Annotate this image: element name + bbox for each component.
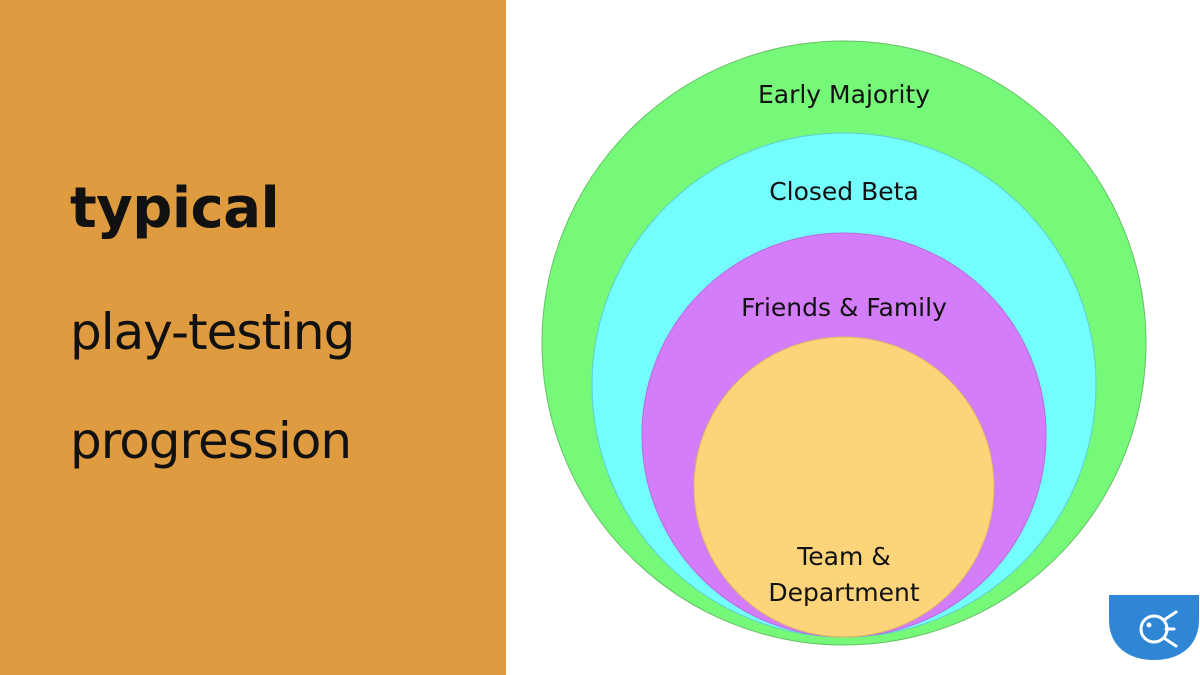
early-majority-label: Early Majority bbox=[758, 80, 930, 109]
heading-progression: progression bbox=[70, 412, 352, 470]
logo-badge bbox=[1109, 595, 1199, 660]
logo-fish-tail bbox=[1162, 610, 1178, 648]
logo-fish-eye bbox=[1146, 622, 1152, 628]
heading-typical: typical bbox=[70, 176, 280, 241]
team-department-label-line2: Department bbox=[768, 578, 919, 607]
team-department-label-line1: Team & bbox=[796, 542, 891, 571]
fish-logo-icon bbox=[1109, 595, 1199, 660]
team-department-circle bbox=[693, 336, 995, 638]
closed-beta-label: Closed Beta bbox=[769, 177, 919, 206]
friends-family-label: Friends & Family bbox=[741, 293, 947, 322]
heading-play-testing: play-testing bbox=[70, 303, 355, 361]
left-panel: typical play-testing progression bbox=[0, 0, 506, 675]
nested-circles-diagram: Early Majority Closed Beta Friends & Fam… bbox=[541, 40, 1199, 660]
